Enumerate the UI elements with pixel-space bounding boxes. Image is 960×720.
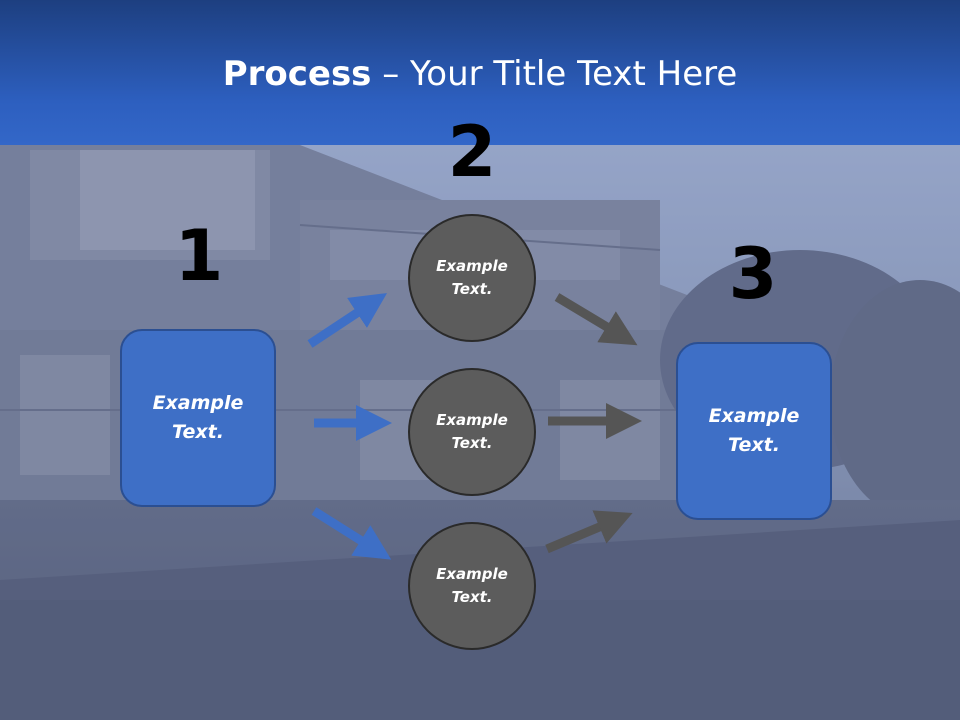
right-process-box[interactable]: Example Text. — [676, 342, 832, 520]
arrow-bottom-to-right — [545, 510, 633, 554]
step-number-1: 1 — [174, 215, 224, 297]
arrow-left-to-top — [307, 293, 388, 348]
step-number-2: 2 — [447, 111, 497, 193]
slide-title: Process – Your Title Text Here — [0, 52, 960, 96]
left-process-box[interactable]: Example Text. — [120, 329, 276, 507]
arrow-left-to-bottom — [311, 507, 392, 560]
title-bold: Process — [222, 54, 372, 94]
circle-middle[interactable]: Example Text. — [408, 368, 536, 496]
step-number-3: 3 — [728, 233, 778, 315]
circle-top[interactable]: Example Text. — [408, 214, 536, 342]
circle-bottom[interactable]: Example Text. — [408, 522, 536, 650]
header-bar — [0, 0, 960, 145]
title-rest: – Your Title Text Here — [371, 54, 738, 94]
arrow-top-to-right — [554, 293, 638, 346]
